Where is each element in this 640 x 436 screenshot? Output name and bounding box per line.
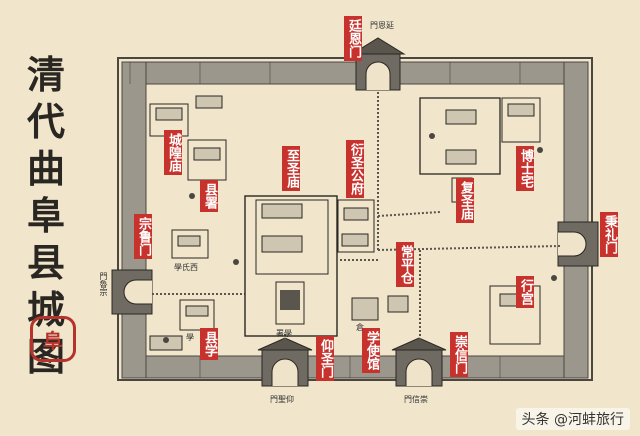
label-confucius-temple: 至圣庙 (282, 146, 300, 191)
south-gate-right (391, 337, 447, 387)
confucius-temple-compound (244, 195, 338, 337)
label-county-office: 县署 (200, 180, 218, 212)
label-tingen-gate: 廷恩门 (344, 16, 362, 61)
seal-stamp: 阜 (30, 316, 76, 362)
label-scholar-residence: 博士宅 (516, 146, 534, 191)
label-fusheng-temple: 复圣庙 (456, 178, 474, 223)
trees (163, 133, 557, 343)
east-gate (557, 221, 599, 267)
label-education-office: 学使馆 (362, 328, 380, 373)
yansheng-mansion-compound (337, 199, 375, 253)
west-gate-text: 門魯宗 (99, 272, 108, 296)
south-gate-left (257, 337, 313, 387)
title-char: 曲 (26, 147, 65, 191)
label-yili-gate: 秉礼门 (600, 212, 618, 257)
granary-text: 倉 (356, 323, 364, 332)
north-gate-text: 門恩延 (370, 21, 394, 30)
granary-compound (351, 295, 409, 321)
map-title: 清 代 曲 阜 县 城 图 (14, 52, 78, 381)
title-char: 代 (26, 100, 65, 144)
label-zonglu-gate: 宗鲁门 (134, 214, 152, 259)
title-char: 清 (26, 53, 65, 97)
west-academy-compound (171, 229, 209, 259)
label-county-school: 县学 (200, 328, 218, 360)
watermark: 头条 @河蚌旅行 (515, 408, 630, 430)
south-gate-right-text: 門信崇 (404, 395, 428, 404)
roads (152, 92, 561, 346)
academy-text: 學氏西 (174, 263, 198, 272)
label-yansheng-mansion: 衍圣公府 (346, 140, 364, 198)
title-char: 阜 (26, 194, 65, 238)
label-changping-granary: 常平仓 (396, 242, 414, 287)
title-char: 县 (26, 241, 65, 285)
hall-text: 署學 (276, 329, 292, 338)
label-palace: 行宫 (516, 276, 534, 308)
north-gate (350, 37, 406, 91)
fusheng-temple-compound (419, 97, 501, 203)
south-gate-left-text: 門聖仰 (270, 395, 294, 404)
west-gate (111, 269, 153, 315)
scholar-residence-compound (501, 97, 541, 143)
label-chenghuang-temple: 城隍庙 (164, 130, 182, 175)
label-yusheng-gate: 仰圣门 (316, 336, 334, 381)
label-chongxin-gate: 崇信门 (450, 332, 468, 377)
school-text: 學 (186, 333, 194, 342)
